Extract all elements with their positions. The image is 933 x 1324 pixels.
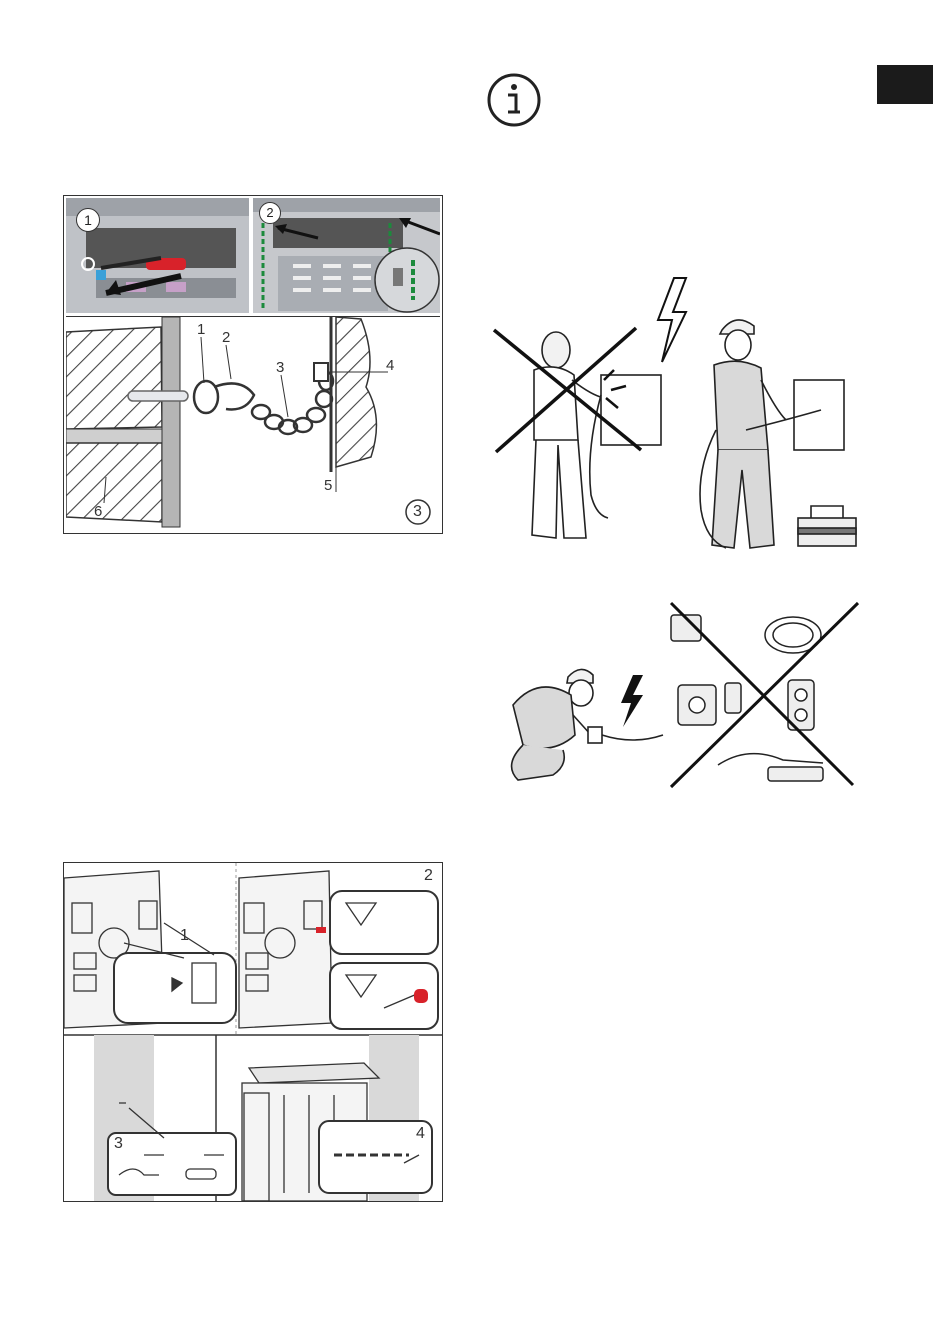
photo-1-badge: 1	[76, 208, 100, 232]
callout-1: 1	[197, 321, 205, 338]
electrician-illustration	[486, 270, 866, 560]
diagram-number: 3	[413, 503, 422, 521]
photo-2: 2	[253, 198, 440, 313]
step-label-4: 4	[416, 1125, 425, 1143]
step-label-1: 1	[180, 927, 189, 945]
chain-diagram: 1 2 3 4 5 6 3	[66, 316, 440, 532]
chain-installation-figure: 1 2	[63, 195, 443, 534]
step-label-2: 2	[424, 867, 433, 885]
callout-5: 5	[324, 477, 332, 494]
callout-6: 6	[94, 503, 102, 520]
photo-2-badge: 2	[259, 202, 281, 224]
callout-2: 2	[222, 329, 230, 346]
language-tab	[877, 65, 933, 104]
lightning-bolt-icon	[658, 278, 686, 362]
step-label-3: 3	[114, 1135, 123, 1153]
callout-3: 3	[276, 359, 284, 376]
callout-4: 4	[386, 357, 394, 374]
photo-1: 1	[66, 198, 249, 313]
no-adapters-illustration	[493, 595, 863, 795]
info-icon	[486, 72, 542, 128]
wall-fixing-figure: 1 2 3 4	[63, 862, 443, 1202]
